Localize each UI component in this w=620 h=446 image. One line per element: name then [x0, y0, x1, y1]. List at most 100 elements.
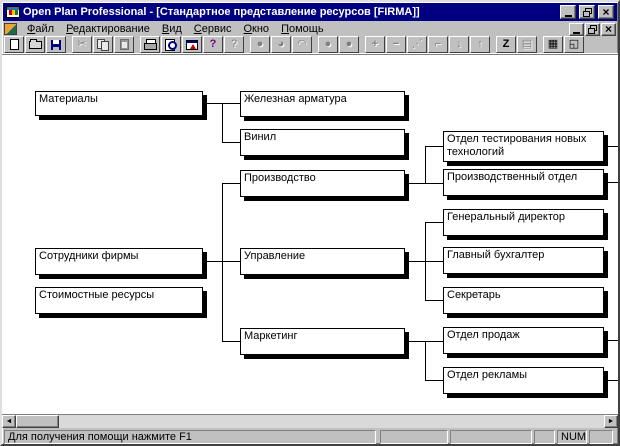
resource-box-marketing[interactable]: Маркетинг	[240, 328, 405, 355]
arch-tool-button: ◠	[292, 36, 312, 53]
connector-line	[425, 222, 443, 223]
grid-view-icon: ▦	[547, 38, 559, 50]
resource-box-sales-dept[interactable]: Отдел продаж	[443, 327, 604, 354]
num-indicator: NUM	[557, 430, 587, 444]
connector-line	[425, 380, 443, 381]
menu-items: Файл Редактирование Вид Сервис Окно Помощь	[21, 23, 569, 35]
resource-box-employees[interactable]: Сотрудники фирмы	[35, 248, 203, 275]
connector-line	[405, 183, 443, 184]
resource-box-materials[interactable]: Материалы	[35, 91, 203, 116]
resource-box-testing-dept[interactable]: Отдел тестирования новых технологий	[443, 131, 604, 162]
paste-icon	[119, 39, 129, 50]
circle-tool-2-button: ◕	[271, 36, 291, 53]
resource-box-production[interactable]: Производство	[240, 170, 405, 197]
connector-line	[222, 142, 240, 143]
cut-icon: ✂	[77, 38, 87, 50]
connector-line	[203, 261, 240, 262]
status-panel-3	[450, 430, 532, 444]
circle-tool-3-button: ●	[318, 36, 338, 53]
menu-file[interactable]: Файл	[27, 23, 55, 35]
zoom-z-button[interactable]: Z	[496, 36, 516, 53]
status-panel-6	[589, 430, 613, 444]
resource-box-advertising-dept[interactable]: Отдел рекламы	[443, 367, 604, 394]
help-icon: ?	[209, 38, 217, 50]
menu-edit[interactable]: Редактирование	[66, 23, 150, 35]
connector-line	[604, 380, 618, 381]
link-button: ⋰	[407, 36, 427, 53]
connector-line	[604, 146, 618, 147]
resource-box-management[interactable]: Управление	[240, 248, 405, 275]
resource-box-vinyl[interactable]: Винил	[240, 129, 405, 156]
mdi-minimize-button[interactable]	[569, 22, 584, 36]
context-help-button: ?	[224, 36, 244, 53]
circle-tool-4-button: ●	[339, 36, 359, 53]
new-icon	[9, 39, 19, 50]
mdi-window-buttons: ×	[569, 22, 616, 36]
scroll-left-arrow-icon[interactable]: ◄	[2, 415, 16, 428]
mdi-close-button[interactable]: ×	[601, 22, 616, 36]
remove-button: −	[386, 36, 406, 53]
connector-line	[222, 341, 240, 342]
new-button[interactable]	[4, 36, 24, 53]
connector-line	[425, 146, 443, 147]
print-icon	[143, 39, 157, 50]
menu-bar: Файл Редактирование Вид Сервис Окно Помощь ×	[2, 22, 618, 36]
print-button[interactable]	[140, 36, 160, 53]
help-button[interactable]: ?	[203, 36, 223, 53]
open-icon	[28, 38, 42, 49]
notes-button: ▤	[517, 36, 537, 53]
close-button[interactable]: ×	[598, 5, 614, 19]
minimize-button[interactable]	[560, 5, 576, 19]
grid-view-button[interactable]: ▦	[543, 36, 563, 53]
menu-window[interactable]: Окно	[243, 23, 270, 35]
app-icon[interactable]	[6, 6, 20, 18]
resource-box-production-dept[interactable]: Производственный отдел	[443, 169, 604, 196]
print-preview-button[interactable]	[161, 36, 181, 53]
arrow-down-icon: ↓	[456, 38, 462, 50]
menu-service[interactable]: Сервис	[193, 23, 232, 35]
close-icon: ×	[602, 5, 610, 19]
circle-tool-3-icon: ●	[324, 38, 332, 50]
connector-line	[222, 183, 223, 342]
paste-button	[114, 36, 134, 53]
toolbar: ✂??●◕◠●●+−⋰⌐↓↑Z▤▦◱	[2, 36, 618, 54]
save-icon	[51, 39, 61, 50]
open-button[interactable]	[25, 36, 45, 53]
circle-tool-2-icon: ◕	[277, 38, 285, 50]
fit-corner-button[interactable]: ◱	[564, 36, 584, 53]
scrollbar-thumb[interactable]	[16, 415, 59, 428]
arrow-up-button: ↑	[470, 36, 490, 53]
restore-button[interactable]	[579, 5, 595, 19]
fit-corner-icon: ◱	[568, 38, 580, 50]
menu-help[interactable]: Помощь	[281, 23, 324, 35]
resource-box-cost-resources[interactable]: Стоимостные ресурсы	[35, 287, 203, 314]
cut-button: ✂	[72, 36, 92, 53]
horizontal-scrollbar[interactable]: ◄ ►	[2, 414, 618, 428]
resource-box-iron-fittings[interactable]: Железная арматура	[240, 91, 405, 117]
mdi-minimize-icon	[573, 31, 580, 34]
step-link-button: ⌐	[428, 36, 448, 53]
connector-line	[604, 182, 618, 183]
connector-line	[425, 146, 426, 184]
views-button[interactable]	[182, 36, 202, 53]
add-icon: +	[371, 38, 379, 50]
resource-box-secretary[interactable]: Секретарь	[443, 287, 604, 314]
mdi-close-icon: ×	[604, 22, 612, 36]
copy-button	[93, 36, 113, 53]
title-bar: Open Plan Professional - [Стандартное пр…	[3, 3, 617, 21]
context-help-icon: ?	[230, 38, 238, 50]
menu-view[interactable]: Вид	[161, 23, 182, 35]
resource-box-chief-accountant[interactable]: Главный бухгалтер	[443, 247, 604, 274]
resource-box-general-director[interactable]: Генеральный директор	[443, 209, 604, 236]
connector-line	[604, 340, 618, 341]
status-panel-2	[380, 430, 448, 444]
save-button[interactable]	[46, 36, 66, 53]
connector-line	[425, 222, 426, 301]
minimize-icon	[564, 14, 572, 17]
document-icon[interactable]	[4, 23, 17, 35]
mdi-restore-button[interactable]	[585, 22, 600, 36]
scroll-right-arrow-icon[interactable]: ►	[604, 415, 618, 428]
link-icon: ⋰	[411, 38, 423, 50]
